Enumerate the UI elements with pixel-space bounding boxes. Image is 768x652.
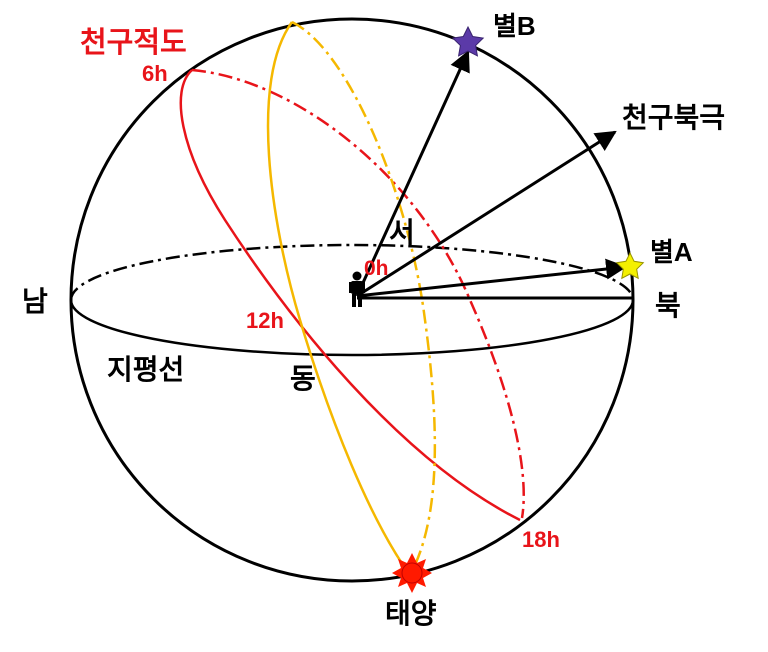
hour-18-label: 18h xyxy=(522,527,560,552)
sun-icon xyxy=(392,553,432,593)
celestial-north-pole-label: 천구북극 xyxy=(622,102,725,133)
star-b-icon xyxy=(451,25,485,57)
hour-6-label: 6h xyxy=(142,61,168,86)
celestial-equator-front xyxy=(179,69,521,522)
horizon-label: 지평선 xyxy=(107,354,184,385)
horizon-front-half xyxy=(69,299,635,357)
celestial-north-pole-arrow xyxy=(356,130,617,298)
west-label: 서 xyxy=(389,217,415,248)
star-b-arrow xyxy=(355,50,470,297)
star-a-label: 별A xyxy=(650,237,693,267)
east-label: 동 xyxy=(290,363,316,394)
south-label: 남 xyxy=(22,286,48,317)
horizon-back-half xyxy=(69,243,635,301)
north-label: 북 xyxy=(655,290,681,321)
sun-path-back xyxy=(291,20,437,576)
celestial-equator-back xyxy=(191,68,525,519)
sun-path-front xyxy=(266,21,412,576)
star-a-arrow xyxy=(356,258,628,298)
hour-12-label: 12h xyxy=(246,308,284,333)
sun-label: 태양 xyxy=(385,598,437,629)
observer-person-icon xyxy=(349,271,365,307)
celestial-equator-label: 천구적도 xyxy=(80,26,187,59)
star-a-icon xyxy=(615,251,645,280)
hour-0-label: 0h xyxy=(364,257,389,280)
star-b-label: 별B xyxy=(493,11,536,41)
